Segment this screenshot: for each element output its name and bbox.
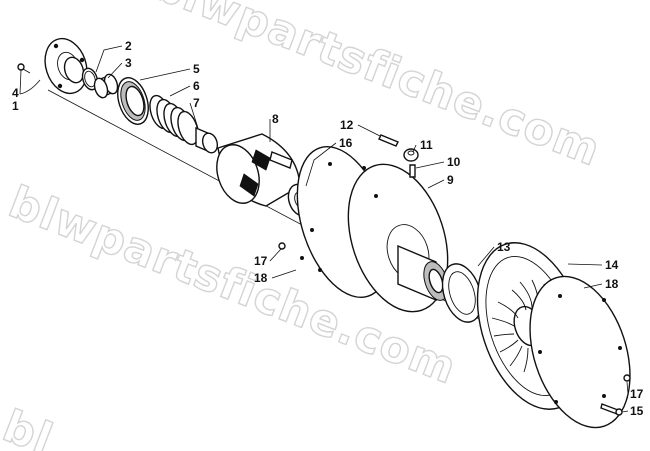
callout-15: 15: [630, 404, 644, 418]
callout-7: 7: [193, 96, 200, 110]
part-8-cam-housing: [216, 133, 301, 207]
callout-5: 5: [193, 62, 200, 76]
callout-14: 14: [605, 258, 619, 272]
callout-9: 9: [447, 173, 454, 187]
part-2-snap-ring: [81, 67, 99, 91]
part-6-spring: [149, 94, 199, 146]
callout-11: 11: [420, 138, 433, 152]
callout-12: 12: [340, 118, 354, 132]
callout-18-left: 18: [254, 271, 268, 285]
callout-17-left: 17: [254, 254, 268, 268]
leader-lines: [19, 45, 629, 413]
part-5-seal-ring: [117, 77, 149, 125]
part-7-sleeve: [195, 126, 219, 154]
part-3-bushing: [93, 73, 119, 99]
callout-17-right: 17: [630, 387, 644, 401]
part-13-ring: [441, 263, 483, 323]
part-18-gasket-right: [529, 275, 631, 429]
part-9-movable-sheave: [296, 145, 449, 313]
part-4-screw: [17, 63, 31, 74]
callout-10: 10: [447, 155, 461, 169]
part-1-cover-plate: [44, 37, 88, 95]
part-17-screw-left: [278, 242, 286, 250]
part-17-screw-right: [623, 374, 631, 382]
callout-18-right: 18: [605, 277, 619, 291]
callout-labels: 1 2 3 4 5 6 7 8 9 10 11 12 13 14 15 16 1…: [12, 39, 644, 418]
callout-13: 13: [497, 240, 511, 254]
part-15-bolt: [600, 403, 623, 416]
callout-3: 3: [125, 56, 132, 70]
callout-4: 4: [12, 86, 19, 100]
callout-1: 1: [12, 99, 19, 113]
part-12-pin: [378, 134, 399, 147]
callout-16: 16: [339, 136, 353, 150]
callout-2: 2: [125, 39, 132, 53]
callout-6: 6: [193, 79, 200, 93]
callout-8: 8: [272, 112, 279, 126]
watermark-bottom: bl: [0, 401, 60, 451]
part-10-bushing-pin: [409, 164, 416, 178]
part-11-roller: [403, 148, 419, 162]
